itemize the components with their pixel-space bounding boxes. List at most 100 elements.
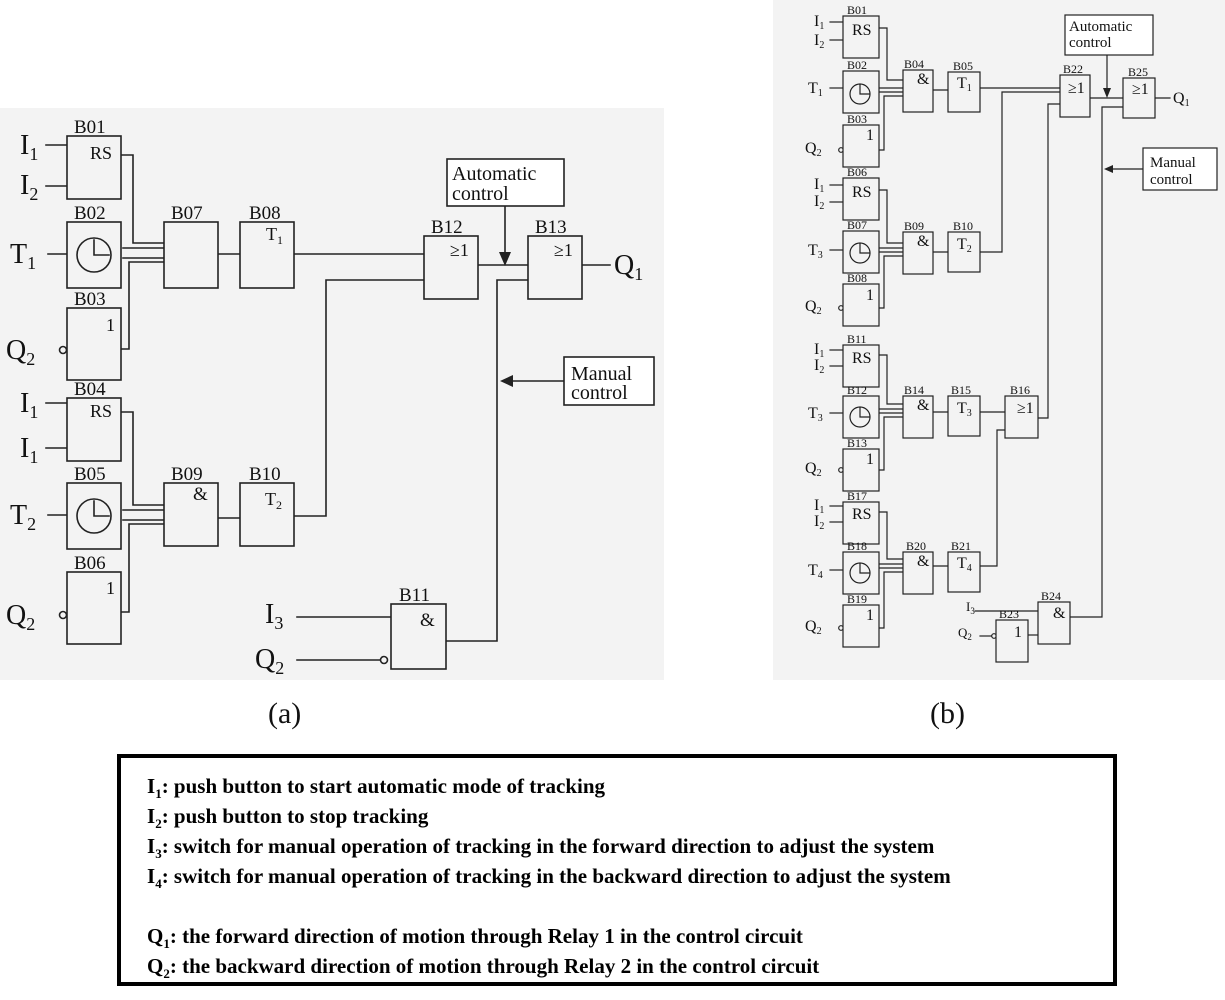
signal-label: Q2 (6, 335, 35, 369)
signal-label: I1 (814, 176, 824, 195)
block-b-b07 (842, 230, 880, 274)
block-symbol: & (917, 233, 930, 250)
signal-label: I2 (20, 170, 38, 204)
block-label: B22 (1063, 62, 1083, 76)
block-symbol: ≥1 (1068, 80, 1085, 97)
block-symbol: RS (852, 350, 872, 367)
signal-label: I1 (20, 388, 38, 422)
signal-label: T4 (808, 562, 823, 581)
block-label: B25 (1128, 65, 1148, 79)
block-label: B06 (847, 165, 867, 179)
block-symbol: ≥1 (450, 240, 469, 260)
block-symbol: & (917, 397, 930, 414)
signal-label: I3 (966, 599, 975, 616)
block-label: B10 (249, 464, 281, 485)
block-symbol: 1 (866, 607, 874, 624)
block-symbol: T4 (957, 555, 972, 574)
signal-label: Q2 (805, 140, 822, 159)
signal-label: Q2 (805, 298, 822, 317)
output-label: Q1 (1173, 90, 1190, 109)
block-label: B10 (953, 219, 973, 233)
legend-box: I1: push button to start automatic mode … (117, 754, 1117, 986)
clock-icon (849, 83, 871, 105)
auto-arrowhead (499, 252, 511, 266)
block-symbol: T1 (957, 75, 972, 94)
block-symbol: ≥1 (1132, 81, 1149, 98)
block-b-b15 (947, 395, 981, 437)
signal-label: I2 (814, 357, 824, 376)
block-symbol: 1 (106, 578, 115, 598)
block-a-b04 (66, 397, 122, 462)
automatic-control-label: Automatic (1069, 19, 1133, 35)
block-a-b06 (66, 571, 122, 645)
block-symbol: & (420, 610, 435, 631)
manual-arrowhead (1104, 165, 1113, 173)
block-label: B12 (847, 383, 867, 397)
panel-b-signals: I1 I2 T1 Q2 I1 I2 T3 Q2 I1 I2 T3 Q2 I1 I… (805, 13, 1190, 642)
block-label: B21 (951, 539, 971, 553)
signal-label: I2 (814, 513, 824, 532)
block-symbol: RS (90, 143, 112, 163)
block-b-b21 (947, 551, 981, 593)
signal-label: I2 (814, 193, 824, 212)
manual-control-label: Manual (1150, 155, 1196, 171)
automatic-control-box (446, 158, 565, 207)
block-label: B07 (171, 203, 203, 224)
block-label: B17 (847, 489, 867, 503)
panel-b-background (773, 0, 1225, 680)
signal-label: I1 (20, 433, 38, 467)
block-label: B04 (74, 379, 106, 400)
block-a-b07 (163, 221, 219, 289)
block-label: B11 (847, 332, 867, 346)
block-symbol: ≥1 (1017, 400, 1034, 417)
block-a-b03 (66, 307, 122, 381)
block-a-b09 (163, 482, 219, 547)
block-b-b25 (1122, 77, 1156, 119)
signal-label: I1 (814, 497, 824, 516)
panel-b-caption: (b) (930, 697, 965, 730)
block-label: B13 (535, 217, 567, 238)
block-symbol: & (917, 553, 930, 570)
block-label: B04 (904, 57, 924, 71)
block-symbol: 1 (866, 127, 874, 144)
block-label: B09 (171, 464, 203, 485)
block-b-b04 (902, 69, 934, 113)
block-label: B01 (74, 117, 106, 138)
block-label: B11 (399, 585, 430, 606)
signal-label: Q2 (255, 644, 284, 678)
block-label: B15 (951, 383, 971, 397)
panel-b-wires (829, 21, 1171, 637)
block-b-b20 (902, 551, 934, 595)
block-b-b23 (995, 619, 1029, 663)
block-b-b09 (902, 231, 934, 275)
manual-control-label: control (1150, 172, 1193, 188)
block-label: B12 (431, 217, 463, 238)
block-a-b12 (423, 235, 479, 300)
block-b-b17 (842, 501, 880, 545)
signal-label: T2 (10, 500, 36, 534)
block-b-b03 (842, 124, 880, 168)
block-label: B13 (847, 436, 867, 450)
clock-icon (76, 498, 112, 534)
signal-label: I1 (20, 130, 38, 164)
block-b-b19 (842, 604, 880, 648)
block-label: B02 (74, 203, 106, 224)
block-b-b05 (947, 71, 981, 113)
block-symbol: 1 (1014, 624, 1022, 641)
output-label: Q1 (614, 250, 643, 284)
block-symbol: T2 (957, 236, 972, 255)
block-b-b01 (842, 15, 880, 59)
block-b-b08 (842, 283, 880, 327)
clock-icon (849, 242, 871, 264)
block-b-b24 (1037, 601, 1071, 645)
block-b-b02 (842, 70, 880, 114)
legend-line: Q1: the forward direction of motion thro… (147, 924, 803, 952)
block-label: B14 (904, 383, 924, 397)
signal-label: Q2 (805, 460, 822, 479)
manual-arrowhead (500, 375, 513, 387)
block-symbol: & (193, 484, 208, 505)
legend-line: I1: push button to start automatic mode … (147, 774, 606, 802)
block-symbol: ≥1 (554, 240, 573, 260)
signal-label: T1 (808, 80, 823, 99)
